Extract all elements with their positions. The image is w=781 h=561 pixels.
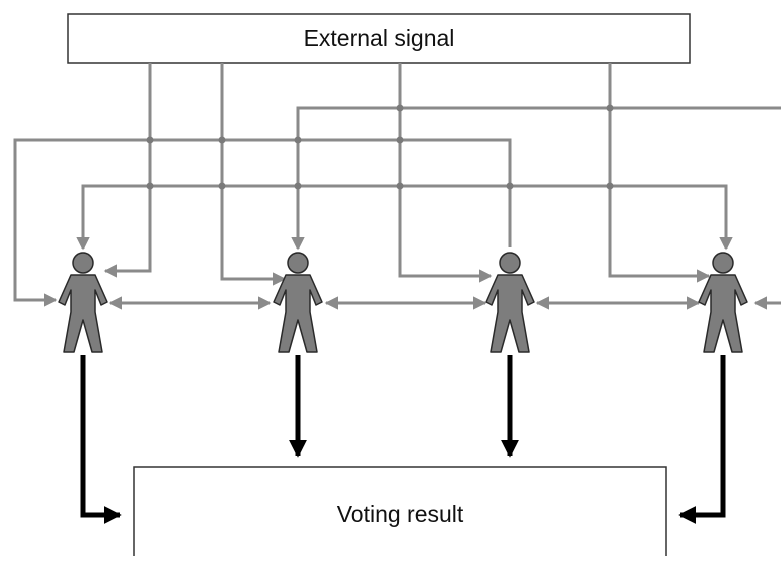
signal-line-to-voter-3 bbox=[398, 63, 493, 283]
agents bbox=[58, 252, 748, 353]
person-icon bbox=[273, 252, 323, 353]
person-icon bbox=[698, 252, 748, 353]
person-body-icon bbox=[485, 274, 535, 353]
voting-result-box: Voting result bbox=[133, 466, 667, 561]
vote-lines bbox=[80, 355, 726, 524]
signal-lines bbox=[13, 63, 781, 310]
voting-result-label: Voting result bbox=[337, 501, 464, 527]
person-body-icon bbox=[273, 274, 323, 353]
person-body-icon bbox=[698, 274, 748, 353]
person-head-icon bbox=[712, 252, 734, 274]
junction-dots bbox=[146, 104, 614, 190]
link-voter-3-to-voter-1 bbox=[13, 138, 512, 307]
signal-line-to-voter-4 bbox=[608, 63, 711, 283]
person-body-icon bbox=[58, 274, 108, 353]
link-voter-1-to-voter-4 bbox=[81, 184, 733, 251]
vote-arrow-voter-1 bbox=[80, 355, 122, 524]
external-signal-label: External signal bbox=[304, 25, 455, 51]
person-head-icon bbox=[499, 252, 521, 274]
person-head-icon bbox=[287, 252, 309, 274]
vote-arrow-voter-4 bbox=[678, 355, 726, 524]
person-icon bbox=[58, 252, 108, 353]
external-signal-box: External signal bbox=[67, 13, 691, 64]
link-from-right-to-voter-2 bbox=[291, 106, 781, 251]
signal-line-to-voter-2 bbox=[220, 63, 287, 286]
person-icon bbox=[485, 252, 535, 353]
person-head-icon bbox=[72, 252, 94, 274]
signal-line-to-voter-1 bbox=[103, 63, 152, 278]
